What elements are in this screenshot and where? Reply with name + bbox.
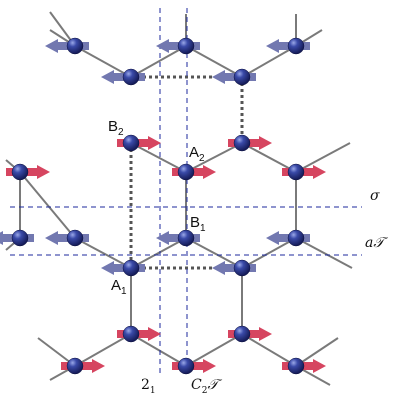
atom-sphere-icon <box>122 134 140 152</box>
bond-line <box>241 237 297 269</box>
atom-sphere-icon <box>287 37 305 55</box>
atom-sphere-icon <box>11 163 29 181</box>
atom-sphere-icon <box>11 229 29 247</box>
bond-line <box>185 333 243 367</box>
atom-sphere-icon <box>122 325 140 343</box>
atom-sphere-icon <box>233 325 251 343</box>
bond-line <box>241 142 297 173</box>
bond-line <box>185 45 243 78</box>
atom-sphere-icon <box>122 259 140 277</box>
bond-line <box>130 45 187 78</box>
label-a-time-reversal: a𝒯 <box>365 235 388 251</box>
atom-layer <box>11 37 305 375</box>
atom-sphere-icon <box>177 163 195 181</box>
bond-line <box>74 333 132 367</box>
bond-line <box>74 45 132 78</box>
label-sigma: σ <box>370 188 380 204</box>
label-a2: A2 <box>189 144 205 164</box>
bond-line <box>130 333 187 367</box>
bond-line <box>130 142 187 173</box>
label-b2: B2 <box>108 118 124 138</box>
atom-sphere-icon <box>233 68 251 86</box>
bond-line <box>130 237 187 269</box>
atom-sphere-icon <box>287 163 305 181</box>
atom-sphere-icon <box>233 259 251 277</box>
label-a1: A1 <box>111 277 127 297</box>
bond-stub <box>295 237 353 269</box>
label-c2t: C2𝒯 <box>191 377 222 396</box>
atom-sphere-icon <box>66 229 84 247</box>
atom-sphere-icon <box>177 357 195 375</box>
atom-sphere-icon <box>177 37 195 55</box>
bond-stub <box>295 142 351 173</box>
atom-sphere-icon <box>122 68 140 86</box>
atom-sphere-icon <box>177 229 195 247</box>
bond-line <box>241 45 297 78</box>
label-b1: B1 <box>190 214 206 234</box>
bond-layer <box>5 11 353 386</box>
symmetry-lines <box>10 8 362 375</box>
atom-sphere-icon <box>66 37 84 55</box>
bond-stub <box>295 337 339 367</box>
atom-sphere-icon <box>233 134 251 152</box>
bond-line <box>19 171 76 239</box>
atom-sphere-icon <box>66 357 84 375</box>
bond-line <box>185 142 243 173</box>
label-two-one: 21 <box>141 377 156 396</box>
bond-line <box>74 237 132 269</box>
bond-line <box>185 237 243 269</box>
atom-sphere-icon <box>287 357 305 375</box>
bond-line <box>241 333 297 367</box>
atom-sphere-icon <box>287 229 305 247</box>
